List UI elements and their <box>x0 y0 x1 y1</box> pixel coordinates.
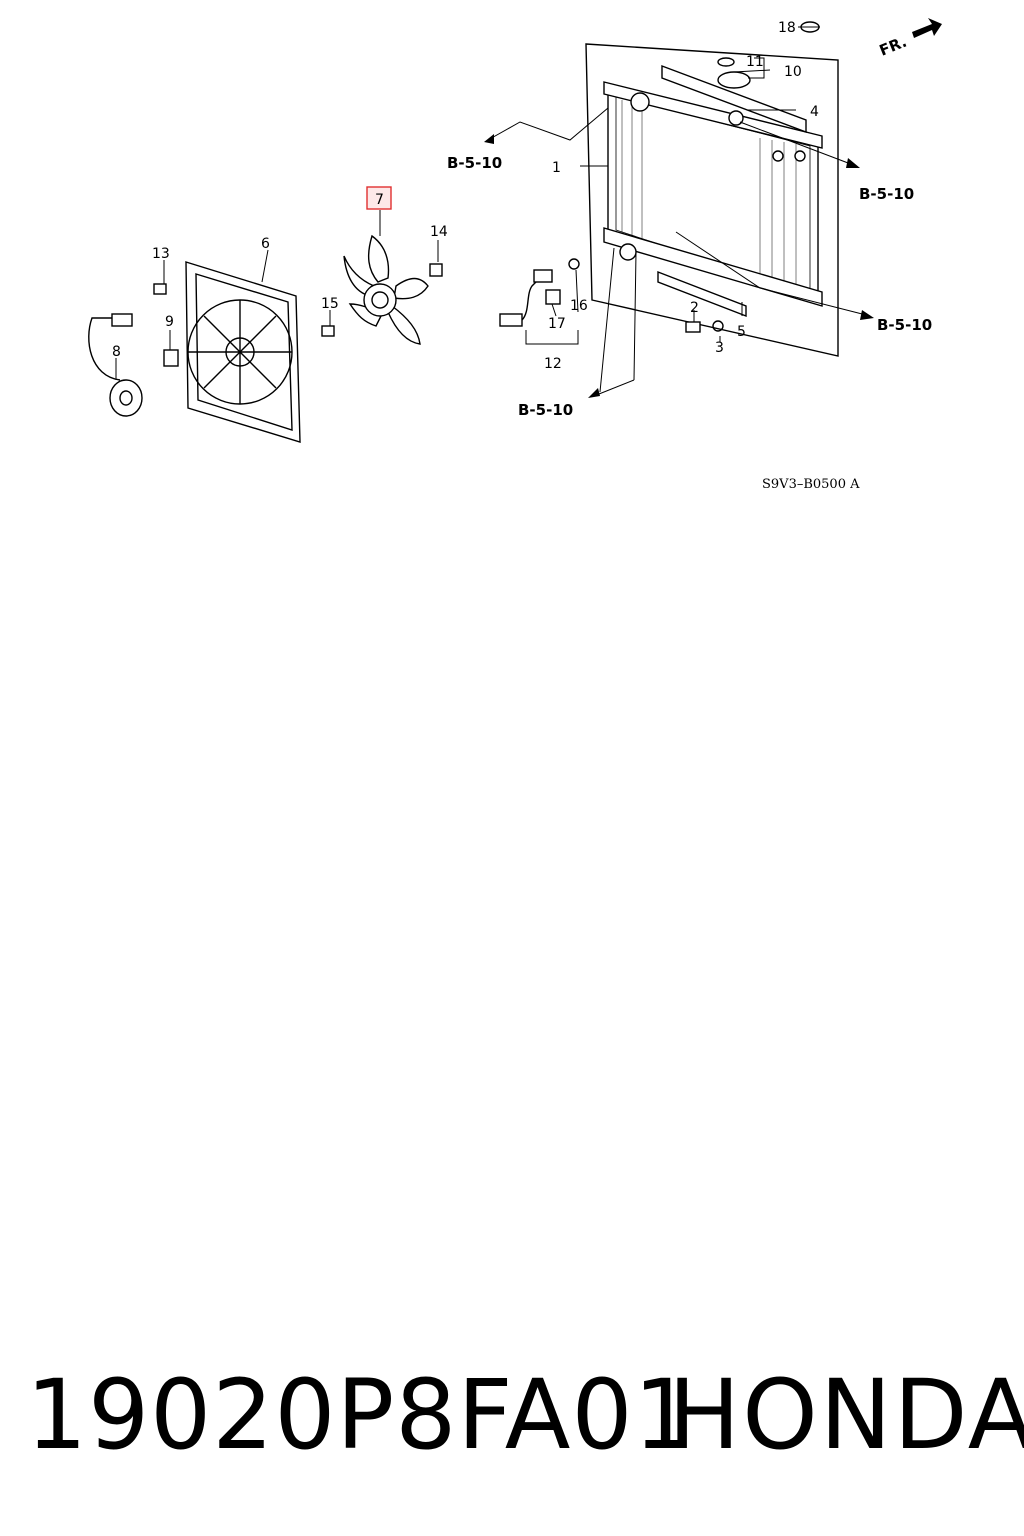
radiator-cap-icon <box>717 71 751 89</box>
product-footer: 19020P8FA01 HONDA <box>0 1360 1024 1470</box>
callout-17[interactable]: 17 <box>548 316 566 332</box>
callout-14[interactable]: 14 <box>430 224 448 240</box>
front-direction-arrow-icon <box>912 18 942 38</box>
callout-8[interactable]: 8 <box>112 344 121 360</box>
callout-6[interactable]: 6 <box>261 236 270 252</box>
cooling-fan-icon <box>343 234 429 345</box>
callout-10[interactable]: 10 <box>784 64 802 80</box>
diagram-code: S9V3–B0500 A <box>762 477 860 492</box>
bolt-15-icon <box>321 325 335 337</box>
drain-plug-icon <box>685 321 701 333</box>
callout-7[interactable]: 7 <box>375 192 384 208</box>
fan-motor-icon <box>88 313 143 417</box>
callout-13[interactable]: 13 <box>152 246 170 262</box>
fan-switch-harness-icon <box>499 258 580 345</box>
part-number: 19020P8FA01 <box>26 1359 696 1471</box>
callout-5[interactable]: 5 <box>737 324 746 340</box>
front-direction-label: FR. <box>877 33 910 60</box>
callout-11[interactable]: 11 <box>746 54 764 70</box>
brand-name: HONDA <box>668 1359 1024 1471</box>
highlighted-callout-box <box>366 186 392 210</box>
radiator-group-outline <box>585 43 839 357</box>
reference-label[interactable]: B-5-10 <box>447 154 502 172</box>
bolt-13-icon <box>153 283 167 295</box>
callout-2[interactable]: 2 <box>690 300 699 316</box>
callout-1[interactable]: 1 <box>552 160 561 176</box>
nut-icon <box>429 263 443 277</box>
radiator-icon <box>603 81 823 307</box>
callout-3[interactable]: 3 <box>715 340 724 356</box>
callout-18[interactable]: 18 <box>778 20 796 36</box>
reference-label[interactable]: B-5-10 <box>859 185 914 203</box>
callout-4[interactable]: 4 <box>810 104 819 120</box>
reference-label[interactable]: B-5-10 <box>518 401 573 419</box>
callout-12[interactable]: 12 <box>544 356 562 372</box>
reference-label[interactable]: B-5-10 <box>877 316 932 334</box>
callout-9[interactable]: 9 <box>165 314 174 330</box>
upper-bracket-icon <box>661 64 807 134</box>
parts-diagram: 1 2 3 4 5 6 7 8 9 10 11 12 13 14 15 16 1… <box>88 18 942 492</box>
callout-15[interactable]: 15 <box>321 296 339 312</box>
callout-16[interactable]: 16 <box>570 298 588 314</box>
fan-shroud-icon <box>185 261 301 443</box>
lower-bracket-icon <box>657 270 747 318</box>
clip-icon <box>163 349 179 367</box>
